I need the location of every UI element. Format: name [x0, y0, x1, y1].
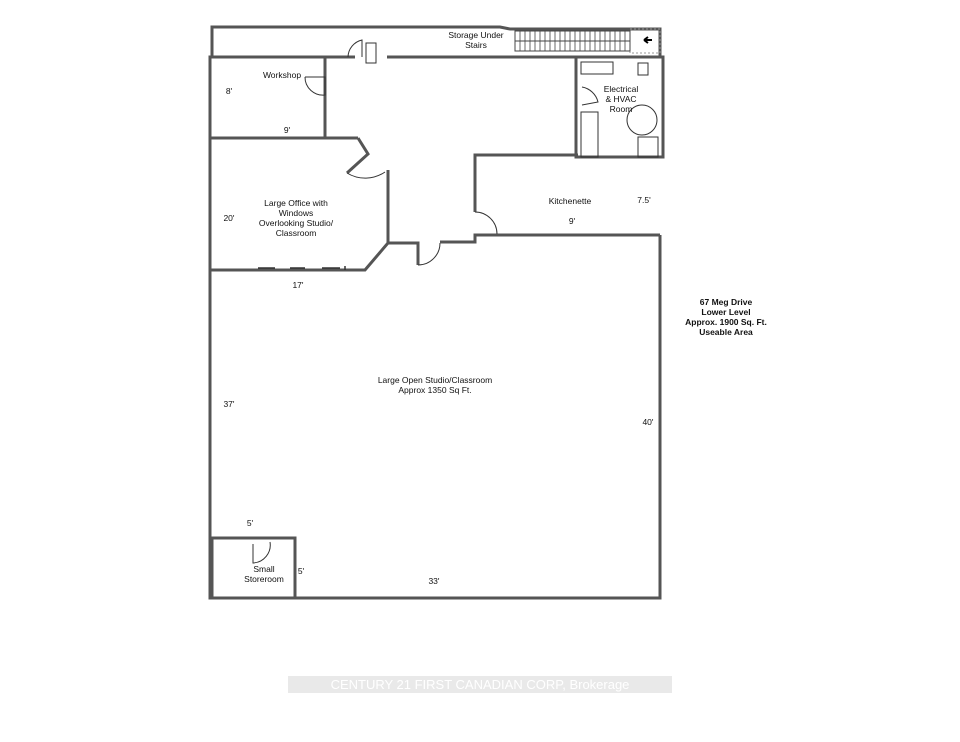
- svg-text:8': 8': [226, 86, 233, 96]
- electrical-label: Electrical: [604, 84, 639, 94]
- svg-text:33': 33': [428, 576, 439, 586]
- walls: [208, 25, 665, 600]
- svg-text:Lower Level: Lower Level: [701, 307, 750, 317]
- svg-text:9': 9': [569, 216, 576, 226]
- watermark: CENTURY 21 FIRST CANADIAN CORP, Brokerag…: [288, 676, 672, 693]
- electrical-room-wall: [574, 55, 665, 159]
- storage-wall: [210, 25, 662, 57]
- svg-text:7.5': 7.5': [637, 195, 651, 205]
- svg-text:17': 17': [292, 280, 303, 290]
- svg-text:Windows: Windows: [279, 208, 313, 218]
- workshop-label: Workshop: [263, 70, 301, 80]
- svg-text:5': 5': [247, 518, 254, 528]
- svg-text:20': 20': [223, 213, 234, 223]
- svg-text:Useable Area: Useable Area: [699, 327, 753, 337]
- svg-text:Approx. 1900 Sq. Ft.: Approx. 1900 Sq. Ft.: [685, 317, 767, 327]
- svg-text:40': 40': [642, 417, 653, 427]
- outer-wall: [208, 55, 662, 600]
- studio-label: Large Open Studio/Classroom: [378, 375, 492, 385]
- storeroom-wall: [210, 536, 297, 600]
- svg-text:Overlooking Studio/: Overlooking Studio/: [259, 218, 334, 228]
- svg-text:Stairs: Stairs: [465, 40, 487, 50]
- room-labels: Storage Under Stairs Workshop 8' 9' Elec…: [223, 30, 653, 586]
- arrow-left-icon: [643, 36, 652, 44]
- svg-text:Approx 1350 Sq Ft.: Approx 1350 Sq Ft.: [398, 385, 471, 395]
- svg-text:Classroom: Classroom: [276, 228, 317, 238]
- exit-sign-icon: [365, 42, 377, 64]
- storage-label: Storage Under: [448, 30, 503, 40]
- area-summary: 67 Meg Drive Lower Level Approx. 1900 Sq…: [685, 297, 767, 337]
- windows: [258, 266, 346, 270]
- svg-text:Storeroom: Storeroom: [244, 574, 284, 584]
- kitchenette-label: Kitchenette: [549, 196, 592, 206]
- svg-text:& HVAC: & HVAC: [605, 94, 636, 104]
- svg-text:37': 37': [223, 399, 234, 409]
- office-label: Large Office with: [264, 198, 328, 208]
- svg-text:Room: Room: [610, 104, 633, 114]
- storeroom-label: Small: [253, 564, 274, 574]
- svg-text:5': 5': [298, 566, 305, 576]
- svg-text:67 Meg Drive: 67 Meg Drive: [700, 297, 753, 307]
- svg-text:9': 9': [284, 125, 291, 135]
